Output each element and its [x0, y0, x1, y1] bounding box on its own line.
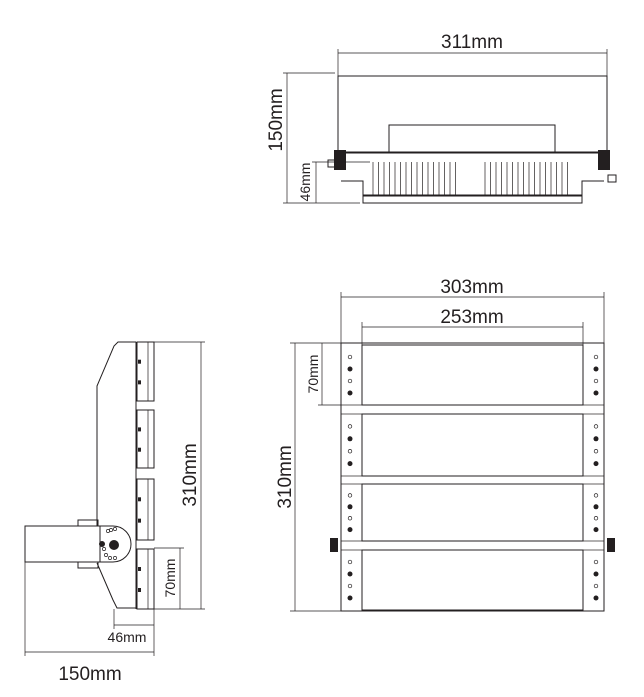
bracket-bolt-left — [334, 150, 346, 170]
pivot-bolt-icon — [109, 540, 119, 550]
screw-hole — [593, 583, 599, 589]
bracket-knob-right — [607, 538, 615, 552]
screw-hole — [347, 559, 353, 565]
screw-hole — [593, 354, 599, 360]
screw-hole — [347, 390, 353, 396]
tilt-hole — [104, 553, 108, 557]
screw-hole — [593, 366, 599, 372]
screw-hole — [347, 504, 353, 510]
bracket-knob-left — [330, 538, 338, 552]
side-depth-label: 46mm — [108, 629, 147, 645]
screw-hole — [593, 493, 599, 498]
led-module — [361, 483, 584, 542]
housing-outline — [340, 342, 605, 612]
top-width-label: 311mm — [441, 32, 503, 53]
led-module — [361, 344, 584, 406]
screw-hole — [593, 378, 599, 384]
screw-hole — [593, 516, 599, 521]
screw-hole — [347, 449, 353, 454]
screw-hole — [593, 449, 599, 454]
front-outer-width-label: 303mm — [440, 277, 503, 298]
bracket-bolt-right — [598, 150, 610, 170]
rear-housing — [96, 341, 136, 526]
screw-hole — [593, 461, 599, 467]
screw-hole — [347, 493, 353, 498]
driver-box — [388, 124, 556, 153]
led-module — [361, 549, 584, 611]
side-view: 310mm 70mm 46mm 150mm — [24, 341, 205, 685]
screw-hole — [593, 504, 599, 510]
side-height-label: 310mm — [180, 443, 201, 506]
screw-hole — [593, 527, 599, 533]
tilt-hole — [113, 556, 117, 560]
screw-hole — [347, 424, 353, 429]
screw-hole — [347, 461, 353, 467]
side-module-height-label: 70mm — [162, 559, 178, 598]
screw-hole — [347, 436, 353, 442]
screw-hole — [347, 527, 353, 533]
heatsink-fins-left — [372, 162, 456, 195]
top-depth-label: 46mm — [297, 163, 313, 202]
screw-hole — [593, 424, 599, 429]
tilt-hole — [113, 527, 117, 531]
mounting-frame — [337, 75, 608, 154]
mounting-arm — [24, 525, 101, 563]
led-module-side — [136, 409, 155, 469]
module-separator — [340, 404, 605, 415]
led-module-side — [136, 341, 155, 402]
top-height-label: 150mm — [266, 88, 287, 151]
screw-hole — [593, 571, 599, 577]
front-height-label: 310mm — [275, 445, 296, 508]
led-module-side — [136, 478, 155, 541]
module-separator — [340, 475, 605, 485]
side-total-depth-label: 150mm — [58, 664, 121, 685]
front-view: 303mm 253mm 310mm 70mm — [275, 277, 615, 612]
screw-hole — [593, 559, 599, 565]
led-module — [361, 413, 584, 477]
screw-hole — [593, 390, 599, 396]
screw-hole — [347, 583, 353, 589]
screw-hole — [347, 378, 353, 384]
tilt-hole — [109, 528, 113, 532]
screw-hole — [347, 354, 353, 360]
front-inner-width-label: 253mm — [440, 307, 503, 328]
screw-hole — [347, 595, 353, 601]
screw-hole — [593, 595, 599, 601]
screw-hole — [347, 571, 353, 577]
bottom-plate — [362, 195, 583, 204]
top-view: 311mm 150mm 46mm — [266, 32, 617, 204]
screw-hole — [347, 516, 353, 521]
heatsink-fins-right — [484, 162, 568, 195]
screw-hole — [593, 436, 599, 442]
pivot-hub — [100, 525, 132, 563]
front-module-height-label: 70mm — [305, 355, 321, 394]
module-separator — [340, 540, 605, 551]
led-module-side — [136, 548, 155, 610]
screw-hole — [347, 366, 353, 372]
tilt-hole — [108, 556, 112, 560]
tilt-hole — [102, 547, 106, 551]
